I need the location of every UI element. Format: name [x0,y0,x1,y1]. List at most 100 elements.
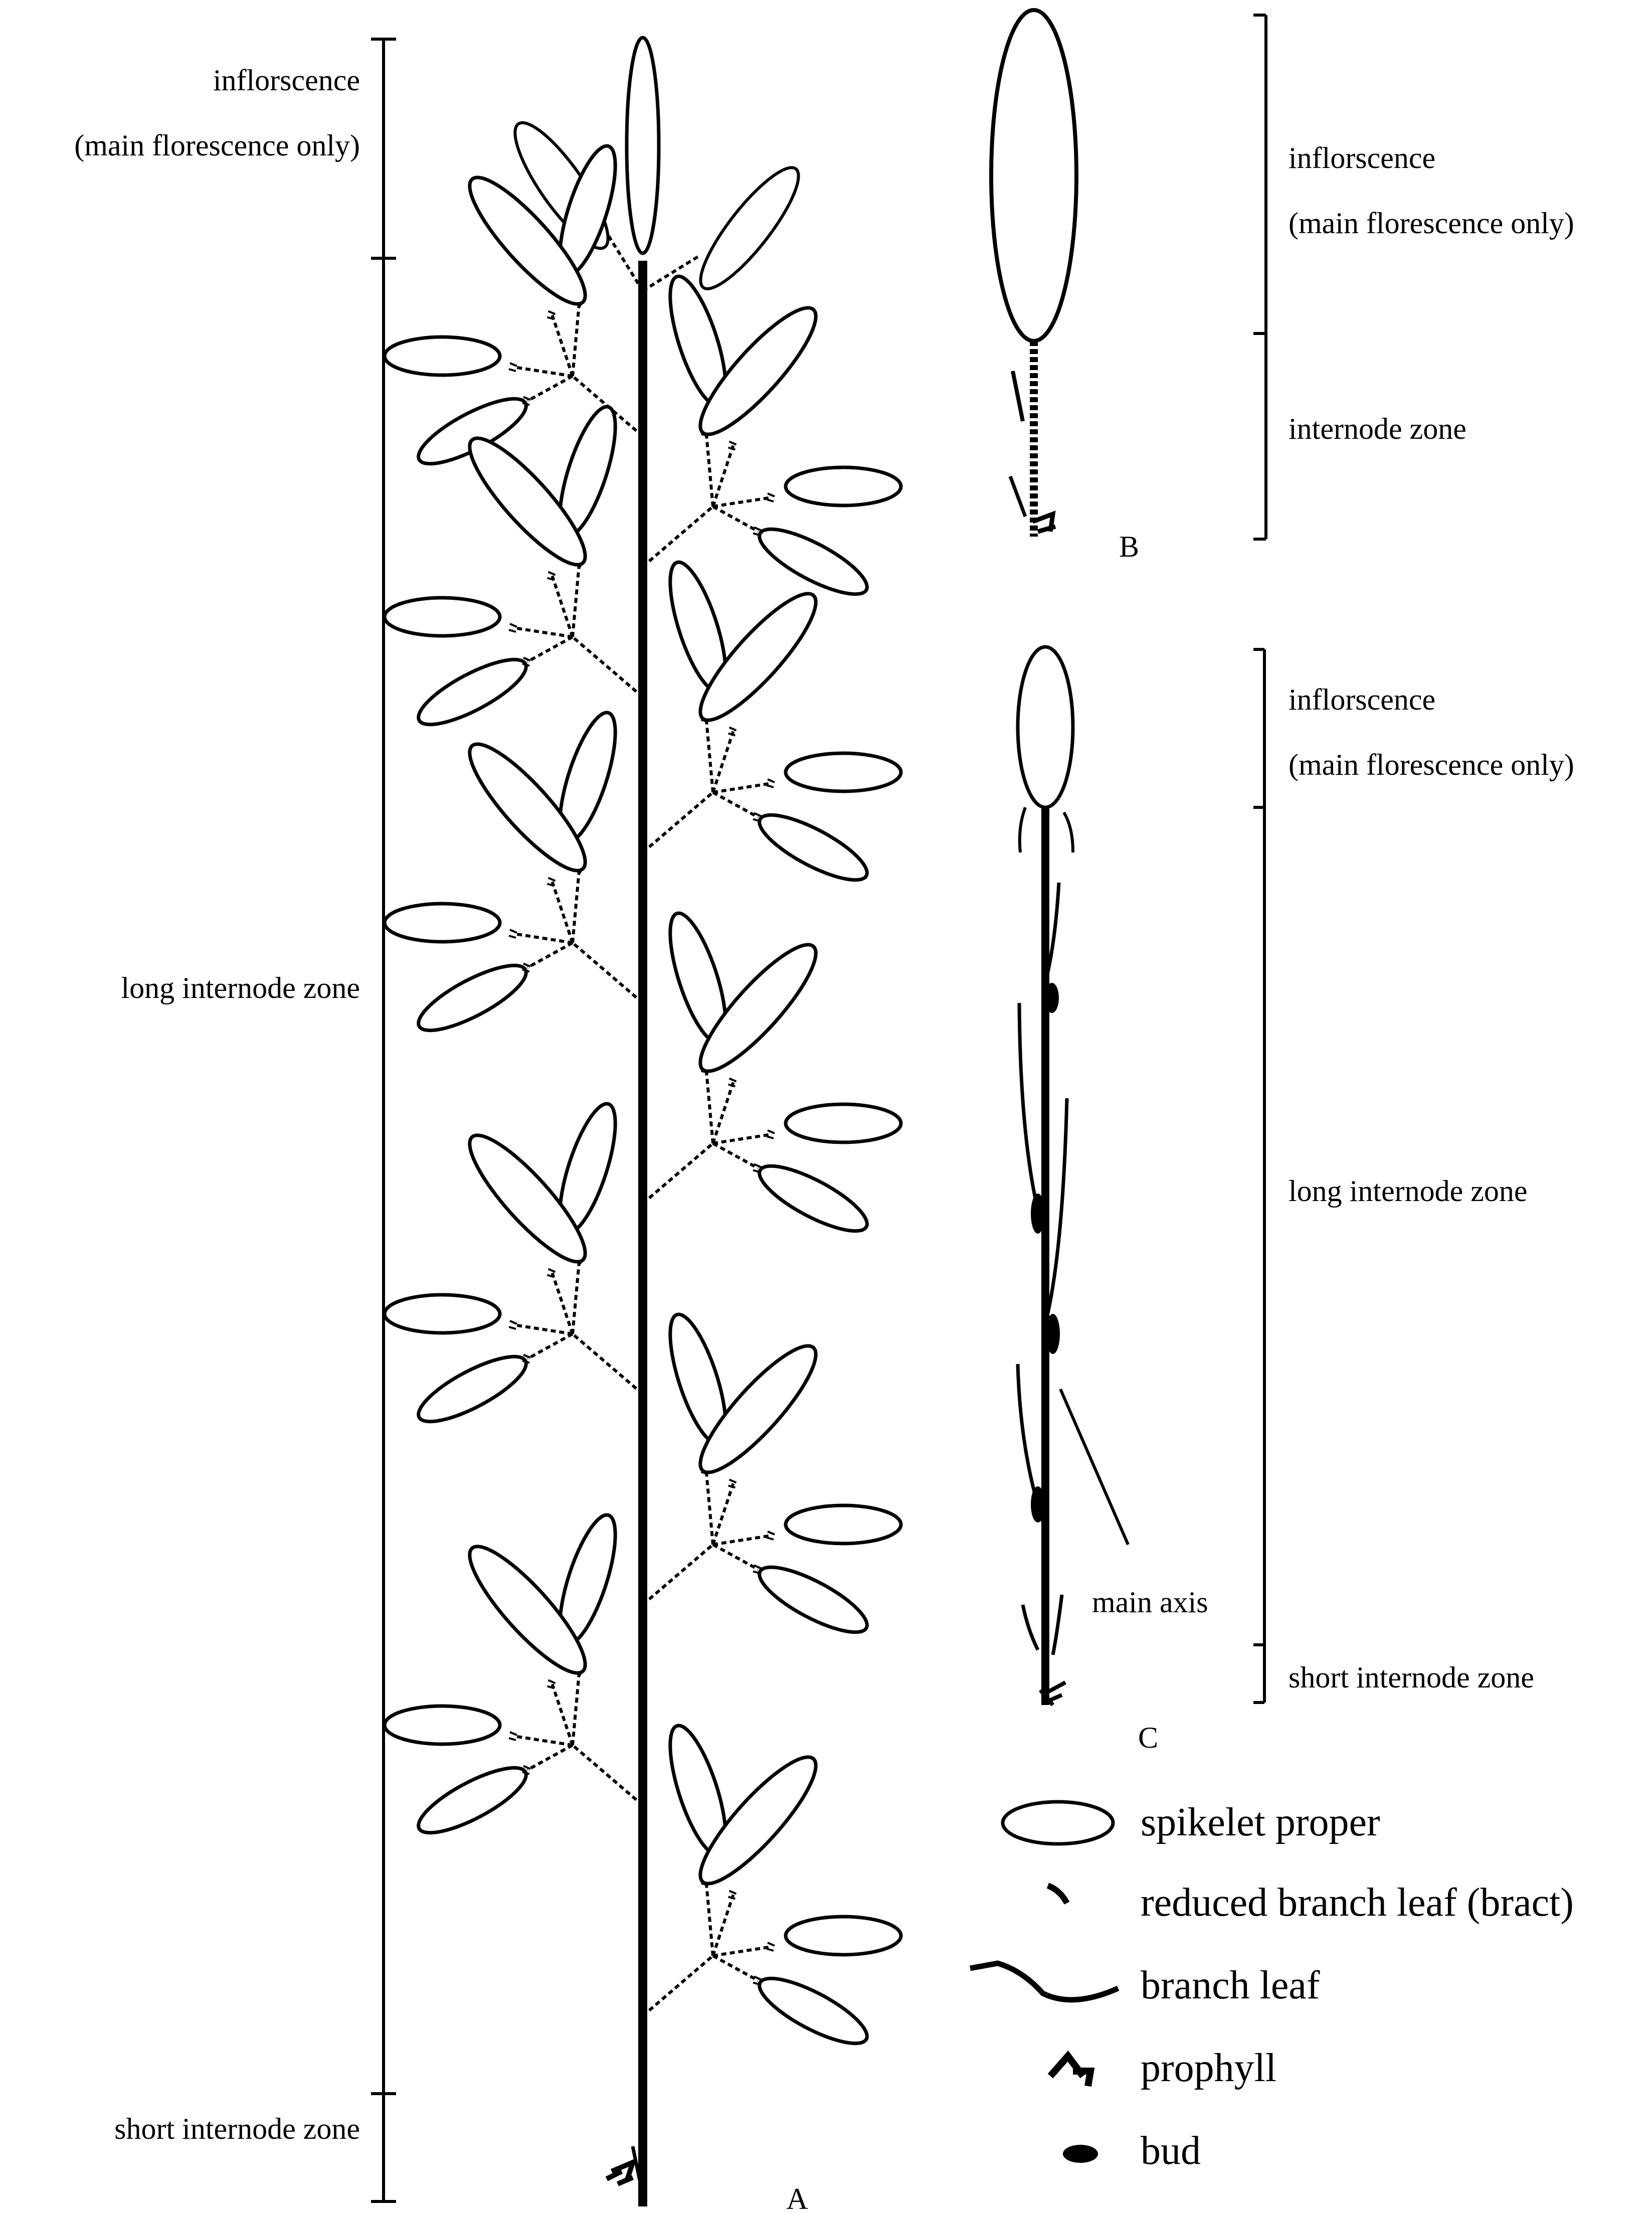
bract-icon [753,1163,762,1173]
spikelet-stalk [550,1683,574,1746]
spikelet-stalk [704,432,714,507]
spikelet-stalk [712,1534,772,1546]
spikelet-9-2 [784,1915,903,1957]
legend-prophyll-label: prophyll [1141,2046,1276,2090]
spikelet-stalk [526,375,574,403]
branch-stem [572,1744,644,1807]
spikelet-3-3 [758,813,869,882]
spikelet-6-3 [417,1354,528,1424]
bract-icon [727,440,737,451]
bract-icon [766,778,775,788]
panel-a-inflorescence-note: (main florescence only) [74,129,360,162]
spikelet-1-1 [698,306,818,436]
spikelet-7-2 [784,1503,903,1546]
bract-icon [766,492,775,502]
bract-icon [522,1353,531,1364]
legend-bud-label: bud [1141,2129,1201,2173]
bract-icon [508,623,517,633]
spikelet-2-3 [417,657,528,727]
bract-icon [753,1564,762,1575]
spikelet-8-2 [383,1704,502,1746]
panel-c-prophyll-icon [1038,1680,1066,1707]
branch-stem [642,1142,714,1205]
bract-icon [766,1129,775,1139]
bud-icon [1031,983,1060,1522]
spikelet-stalk [571,868,581,943]
panel-c-terminal-spikelet [1016,645,1075,809]
spikelet-5-2 [784,1102,903,1144]
spikelet-stalk [526,1332,574,1360]
branch-stem [642,1954,714,2017]
spikelet-stalk [712,791,759,819]
branch-stem [572,941,644,1004]
bract-icon [727,726,737,737]
panel-b-internode-label: internode zone [1289,412,1466,445]
bract-icon [546,1679,556,1689]
spikelet-stalk [711,1082,735,1144]
spikelet-stalk [513,1323,573,1335]
bract-icon [522,1765,531,1775]
panel-a-inflorescence-label: inflorscence [213,64,360,97]
panel-c-zone-bracket [1253,648,1266,1704]
panel-c: main axis inflorscence (main florescence… [1016,645,1574,1754]
panel-a-terminal-spikelet [625,36,661,255]
panel-a-short-zone-label: short internode zone [114,2112,360,2145]
panel-c-bract-icon [1018,806,1074,853]
bract-icon [522,962,531,973]
spikelet-stalk [526,635,574,663]
bract-icon [727,1890,737,1900]
spikelet-stalk [526,941,574,969]
spikelet-stalk [571,1259,581,1334]
legend-spikelet-label: spikelet proper [1141,1800,1380,1844]
spikelet-7-1 [698,1344,818,1474]
spikelet-stalk [513,626,573,638]
spikelet-1-2 [784,465,903,507]
legend-prophyll-icon [1047,2050,1095,2087]
panel-b-bract-icon [1011,371,1025,422]
branch-stem [642,1543,714,1606]
legend: spikelet proper reduced branch leaf (bra… [970,1800,1574,2173]
spikelet-stalk [712,505,759,533]
spikelet-stalk [712,1954,759,1982]
bract-icon [508,362,517,372]
legend-bract-label: reduced branch leaf (bract) [1141,1881,1574,1925]
bract-icon [546,310,556,320]
spikelet-4-2 [383,902,502,944]
spikelet-1-3 [758,527,869,596]
spikelet-7-3 [758,1565,869,1634]
panel-a-long-zone-label: long internode zone [121,971,360,1004]
bract-icon [766,1530,775,1541]
panel-b-prophyll-icon [1032,510,1056,534]
panel-b-inflorescence-label: inflorscence [1289,141,1435,175]
legend-branch-leaf-label: branch leaf [1141,1963,1320,2007]
panel-b-zone-bracket [1253,14,1267,541]
bract-icon [508,929,517,939]
spikelet-stalk [704,1069,714,1144]
spikelet-stalk [513,932,573,944]
bract-icon [727,1478,737,1489]
panel-c-short-zone-label: short internode zone [1289,1661,1534,1694]
branch-stem [572,1332,644,1396]
spikelet-stalk [704,1881,714,1956]
panel-c-long-zone-label: long internode zone [1289,1174,1528,1208]
branch-stem [642,505,714,568]
panel-b-terminal-spikelet [989,8,1078,343]
spikelet-stalk [550,1272,574,1334]
panel-c-inflorescence-note: (main florescence only) [1289,748,1574,781]
panel-b-letter: B [1119,530,1139,563]
spikelet-stalk [550,881,574,943]
panel-a-letter: A [786,2182,808,2214]
spikelet-icon [1001,1800,1115,1846]
spikelet-3-1 [698,592,818,722]
panel-a-base-bract-icon [631,2146,645,2194]
panel-b-inflorescence-note: (main florescence only) [1289,207,1574,240]
spikelet-stalk [571,301,581,377]
spikelet-8-3 [417,1766,528,1835]
bract-icon [508,1731,517,1741]
spikelet-2-1 [468,436,587,567]
spikelet-stalk [550,575,574,637]
panel-a-zone-bracket [371,38,396,2203]
panel-c-axis-label: main axis [1092,1586,1208,1619]
spikelet-stalk [712,496,772,508]
spikelet-stalk [513,1735,573,1747]
